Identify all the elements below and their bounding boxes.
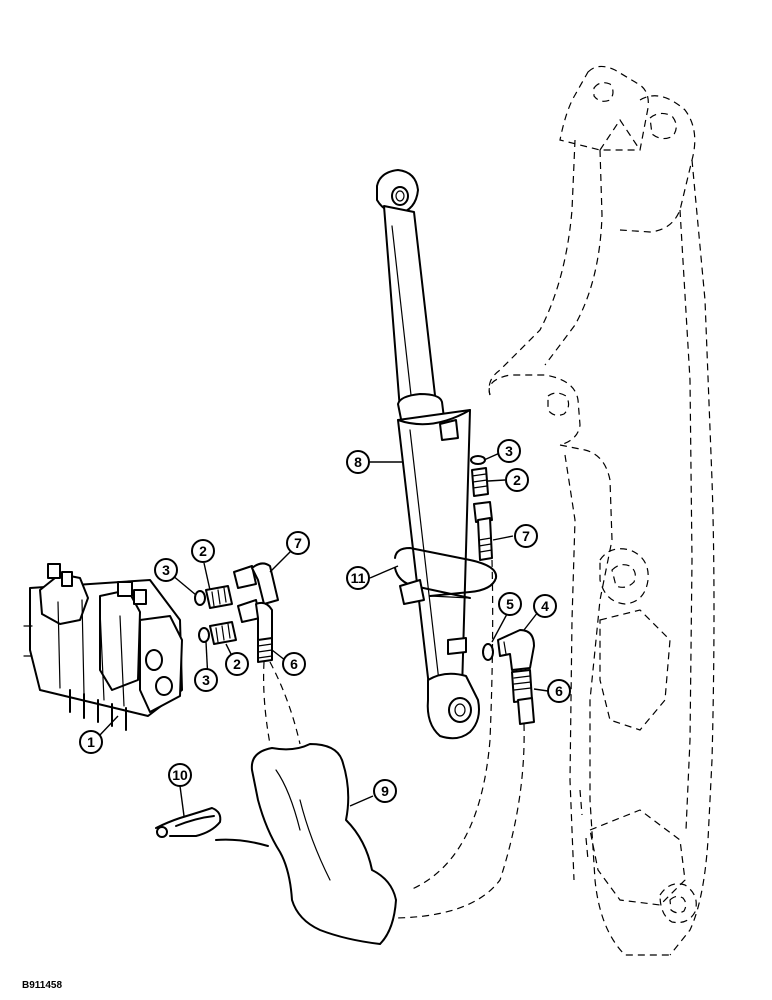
callout-6-hose-left: 6	[282, 652, 306, 676]
callout-7-elbow-left: 7	[286, 531, 310, 555]
callout-9-label: 9	[381, 783, 389, 799]
callout-7-label: 7	[522, 528, 530, 544]
callout-8-label: 8	[354, 454, 362, 470]
hose-routing	[263, 559, 525, 919]
left-fittings	[194, 562, 279, 663]
callout-4-label: 4	[541, 598, 549, 614]
boom-outline	[488, 65, 715, 956]
callout-3-oring-lower-left: 3	[194, 668, 218, 692]
callout-2-label: 2	[513, 472, 521, 488]
callout-7-label: 7	[294, 535, 302, 551]
callout-2-adapter-upper-left: 2	[191, 539, 215, 563]
callout-1: 1	[79, 730, 103, 754]
callout-9: 9	[373, 779, 397, 803]
strap-clamp	[394, 547, 498, 605]
hydraulic-cylinder	[376, 169, 480, 740]
strap-tie	[155, 807, 269, 847]
callout-7-elbow-right: 7	[514, 524, 538, 548]
callout-2-label: 2	[199, 543, 207, 559]
figure-id: B911458	[22, 980, 62, 991]
callout-2-adapter-lower-left: 2	[225, 652, 249, 676]
callout-3-label: 3	[162, 562, 170, 578]
callout-1-label: 1	[87, 734, 95, 750]
callout-11-label: 11	[351, 570, 366, 586]
callout-3-label: 3	[202, 672, 210, 688]
callout-3-oring-upper-left: 3	[154, 558, 178, 582]
callout-6-hose-right: 6	[547, 679, 571, 703]
control-valve	[23, 563, 183, 731]
callout-8: 8	[346, 450, 370, 474]
callout-2-label: 2	[233, 656, 241, 672]
callout-10-label: 10	[172, 767, 188, 783]
right-fittings	[470, 455, 535, 725]
callout-10: 10	[168, 763, 192, 787]
callout-5-label: 5	[506, 596, 514, 612]
callout-4: 4	[533, 594, 557, 618]
callout-2-adapter-right: 2	[505, 468, 529, 492]
callout-3-oring-right: 3	[497, 439, 521, 463]
callout-3-label: 3	[505, 443, 513, 459]
callout-6-label: 6	[555, 683, 563, 699]
callout-6-label: 6	[290, 656, 298, 672]
protective-bag	[250, 743, 397, 945]
callout-5: 5	[498, 592, 522, 616]
callout-11: 11	[346, 566, 370, 590]
